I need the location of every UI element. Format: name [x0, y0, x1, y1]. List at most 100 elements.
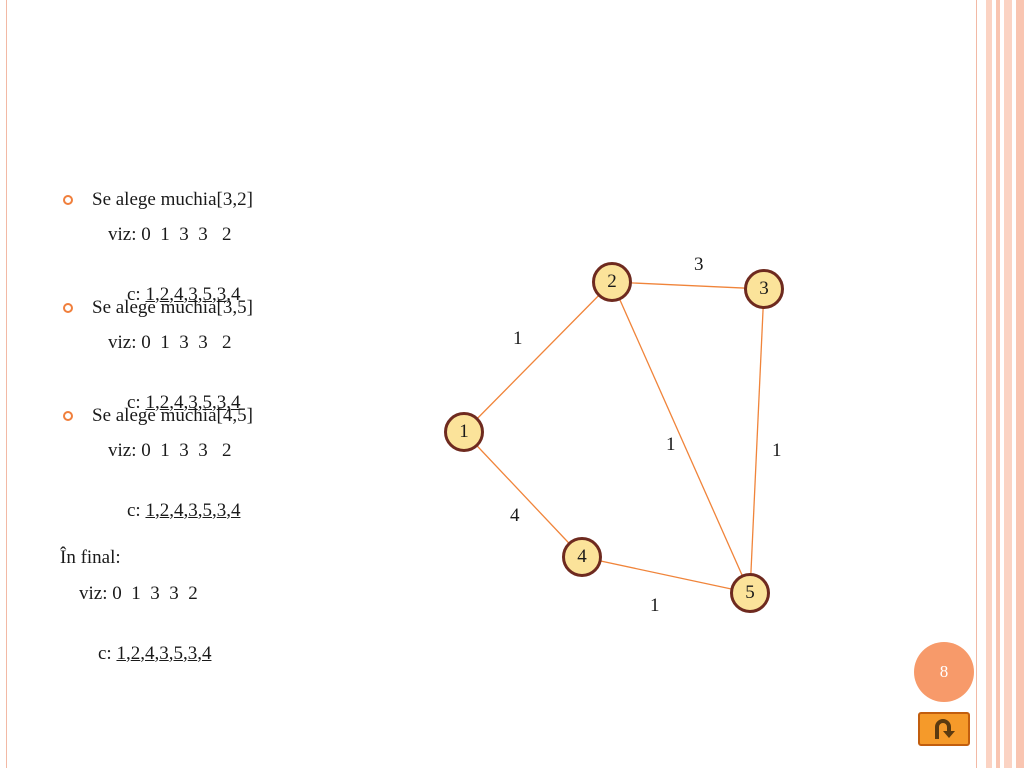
c-item: 4: [230, 500, 241, 521]
c-item: ,: [154, 643, 160, 664]
bullet-icon: [63, 411, 73, 421]
c-item: 3: [188, 500, 198, 521]
c-item: ,: [211, 284, 217, 305]
c-item: 1: [145, 392, 155, 413]
back-button[interactable]: [918, 712, 970, 746]
c-item: 5: [173, 643, 183, 664]
c-item: ,: [154, 392, 160, 413]
graph-node-5: 5: [730, 573, 770, 613]
edge-weight-4-5: 1: [650, 595, 660, 616]
step-viz: viz: 0 1 3 3 2: [108, 440, 232, 461]
step-viz: viz: 0 1 3 3 2: [108, 332, 232, 353]
c-item: 4: [230, 392, 241, 413]
c-item: 3: [216, 392, 227, 413]
c-item: 2: [159, 392, 170, 413]
frame-stripe-4: [1016, 0, 1024, 768]
step-title: Se alege muchia[4,5]: [92, 405, 253, 426]
graph-node-1: 1: [444, 412, 484, 452]
edge-2-5: [611, 281, 751, 594]
graph-diagram: 1 3 1 1 4 1 1 2 3 4 5: [420, 230, 820, 650]
c-item: 2: [130, 643, 141, 664]
c-item: 3: [188, 284, 198, 305]
c-item: ,: [154, 284, 160, 305]
edge-weight-1-2: 1: [513, 328, 523, 349]
graph-node-4: 4: [562, 537, 602, 577]
c-item: ,: [125, 643, 131, 664]
c-item: 3: [187, 643, 198, 664]
c-label: c:: [127, 392, 146, 413]
graph-node-3: 3: [744, 269, 784, 309]
c-item: ,: [182, 643, 188, 664]
edge-2-3: [611, 281, 765, 290]
c-sequence: 1,2,4,3,5,3,4: [145, 284, 240, 305]
edge-weight-3-5: 1: [772, 440, 782, 461]
step-c: c: 1,2,4,3,5,3,4: [108, 475, 240, 547]
c-item: 2: [159, 500, 170, 521]
c-item: ,: [211, 392, 217, 413]
c-item: 4: [173, 500, 184, 521]
c-item: 5: [202, 284, 212, 305]
c-item: ,: [140, 643, 145, 664]
final-c: c: 1,2,4,3,5,3,4: [79, 618, 211, 690]
frame-line-inner-right: [976, 0, 977, 768]
edge-1-4: [463, 431, 583, 558]
slide-text: Se alege muchia[3,2] viz: 0 1 3 3 2 c: 1…: [0, 0, 420, 768]
c-label: c:: [127, 284, 146, 305]
bullet-icon: [63, 195, 73, 205]
step-viz: viz: 0 1 3 3 2: [108, 224, 232, 245]
c-item: 4: [173, 284, 184, 305]
frame-stripe-3: [1004, 0, 1012, 768]
c-item: ,: [197, 500, 203, 521]
c-item: ,: [226, 500, 231, 521]
c-item: ,: [197, 643, 202, 664]
c-item: ,: [183, 392, 189, 413]
c-item: ,: [197, 284, 203, 305]
c-item: ,: [183, 284, 189, 305]
c-item: ,: [169, 500, 174, 521]
c-sequence: 1,2,4,3,5,3,4: [145, 392, 240, 413]
c-item: 4: [144, 643, 155, 664]
c-item: ,: [226, 392, 231, 413]
c-item: 3: [216, 284, 227, 305]
frame-stripe-1: [986, 0, 992, 768]
edge-weight-2-5: 1: [666, 434, 676, 455]
c-item: ,: [211, 500, 217, 521]
edge-weight-2-3: 3: [694, 254, 704, 275]
c-item: 1: [116, 643, 126, 664]
c-item: 3: [159, 643, 169, 664]
final-viz: viz: 0 1 3 3 2: [79, 583, 198, 604]
c-item: ,: [169, 284, 174, 305]
step-c: c: 1,2,4,3,5,3,4: [108, 367, 240, 439]
final-title: În final:: [60, 547, 121, 568]
edge-weight-1-4: 4: [510, 505, 520, 526]
frame-stripe-2: [996, 0, 1000, 768]
bullet-icon: [63, 303, 73, 313]
c-item: 5: [202, 500, 212, 521]
c-item: ,: [183, 500, 189, 521]
step-title: Se alege muchia[3,2]: [92, 189, 253, 210]
c-item: 3: [216, 500, 227, 521]
c-label: c:: [127, 500, 146, 521]
c-item: 1: [145, 284, 155, 305]
frame-line-left: [6, 0, 7, 768]
c-sequence: 1,2,4,3,5,3,4: [145, 500, 240, 521]
c-item: ,4: [226, 284, 241, 305]
step-c: c: 1,2,4,3,5,3,4: [108, 259, 240, 331]
c-item: ,: [168, 643, 174, 664]
edge-4-5: [581, 556, 751, 594]
c-item: ,: [197, 392, 203, 413]
c-item: 1: [145, 500, 155, 521]
page-number: 8: [914, 642, 974, 702]
graph-edges: [463, 281, 765, 594]
edge-3-5: [749, 288, 765, 594]
c-item: ,: [169, 392, 174, 413]
edge-1-2: [463, 281, 613, 433]
c-item: 4: [201, 643, 212, 664]
step-title: Se alege muchia[3,5]: [92, 297, 253, 318]
u-turn-arrow-icon: [935, 719, 955, 739]
graph-node-2: 2: [592, 262, 632, 302]
c-item: ,: [154, 500, 160, 521]
c-sequence: 1,2,4,3,5,3,4: [116, 643, 211, 664]
c-item: 2: [159, 284, 170, 305]
c-label: c:: [98, 643, 117, 664]
